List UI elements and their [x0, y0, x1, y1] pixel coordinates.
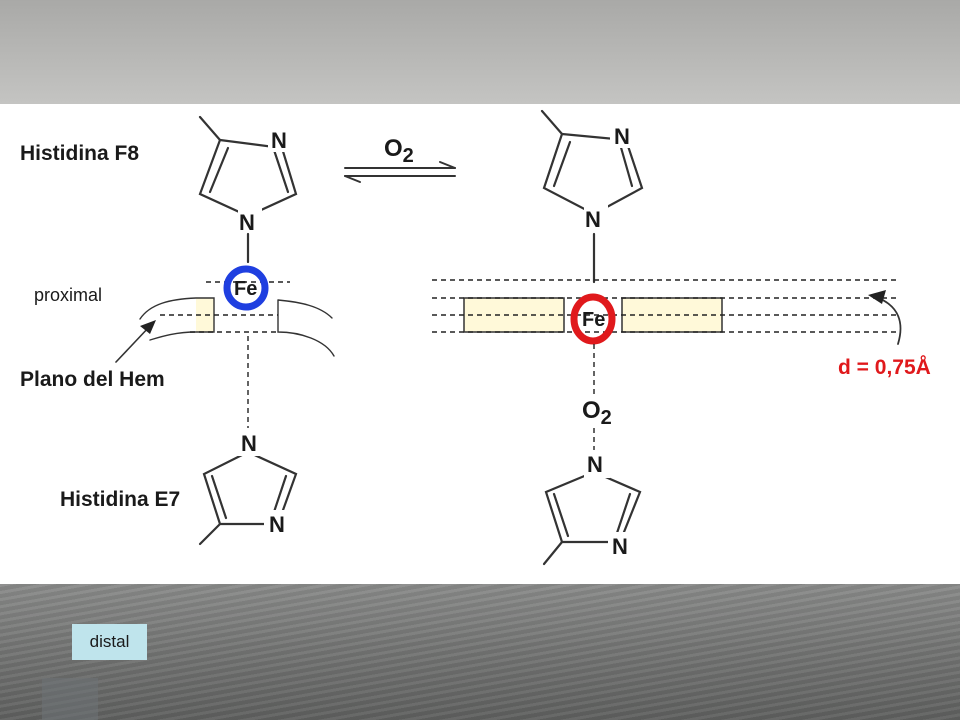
- imidazole-ring-distal: [202, 450, 298, 526]
- distance-curved-arrow: [875, 296, 902, 345]
- atom-fe-deoxy: Fe: [234, 278, 257, 300]
- fe-ring-deoxy: [223, 265, 269, 311]
- atom-n-distal-lower-right: N: [612, 534, 628, 559]
- double-bond-distal: [210, 474, 228, 520]
- imidazole-proximal-left: N N: [198, 115, 298, 235]
- heme-plane-right-wing: [277, 299, 335, 357]
- diagram-panel: Histidina F8 N N Fe Plano del Hem: [0, 104, 960, 660]
- double-bond-right: [552, 140, 572, 188]
- background-post: [42, 678, 98, 720]
- arrow-head-to-plane: [140, 320, 156, 334]
- imidazole-distal-left: N N: [198, 428, 298, 546]
- atom-n-distal-upper: N: [241, 431, 257, 456]
- atom-fe-oxy: Fe: [582, 309, 605, 331]
- equilibrium-arrows: [344, 161, 456, 183]
- double-bond-distal-right-cn: [614, 492, 632, 538]
- imidazole-proximal-right: N N: [540, 109, 644, 232]
- methyl-bond: [198, 115, 222, 142]
- o2-bound-label: O2: [582, 397, 612, 429]
- double-bond-inner: [208, 146, 230, 194]
- heme-plane-left-wing: [139, 297, 215, 341]
- fe-ring-oxy: [570, 293, 616, 345]
- atom-n-distal-upper-right: N: [587, 452, 603, 477]
- label-proximal: proximal: [34, 285, 103, 305]
- double-bond-inner-cn: [272, 148, 290, 194]
- imidazole-ring-distal-right: [544, 470, 642, 544]
- arrow-to-plane: [115, 325, 151, 363]
- imidazole-distal-right: N N: [542, 450, 642, 566]
- atom-n-upper: N: [271, 128, 287, 153]
- label-histidine-e7: Histidina E7: [60, 488, 180, 511]
- atom-n-coordinating: N: [239, 210, 255, 235]
- label-distance: d = 0,75Å: [838, 355, 931, 379]
- double-bond-distal-right: [552, 492, 570, 538]
- background-ground: [0, 584, 960, 720]
- o2-reaction-label: O2: [384, 135, 414, 167]
- background-sky: [0, 0, 960, 104]
- methyl-bond-distal: [198, 522, 222, 546]
- hemoglobin-oxygenation-diagram: Histidina F8 N N Fe Plano del Hem: [20, 109, 931, 566]
- atom-n-coordinating-right: N: [585, 207, 601, 232]
- label-distal: distal: [72, 624, 147, 660]
- label-plano-del-hem: Plano del Hem: [20, 368, 165, 391]
- double-bond-right-cn: [618, 142, 634, 188]
- methyl-bond-right: [540, 109, 564, 136]
- atom-n-upper-right: N: [614, 124, 630, 149]
- distance-arrow-head: [868, 290, 886, 304]
- methyl-bond-distal-right: [542, 540, 564, 566]
- atom-n-distal-lower: N: [269, 512, 285, 537]
- label-histidine-f8: Histidina F8: [20, 142, 139, 165]
